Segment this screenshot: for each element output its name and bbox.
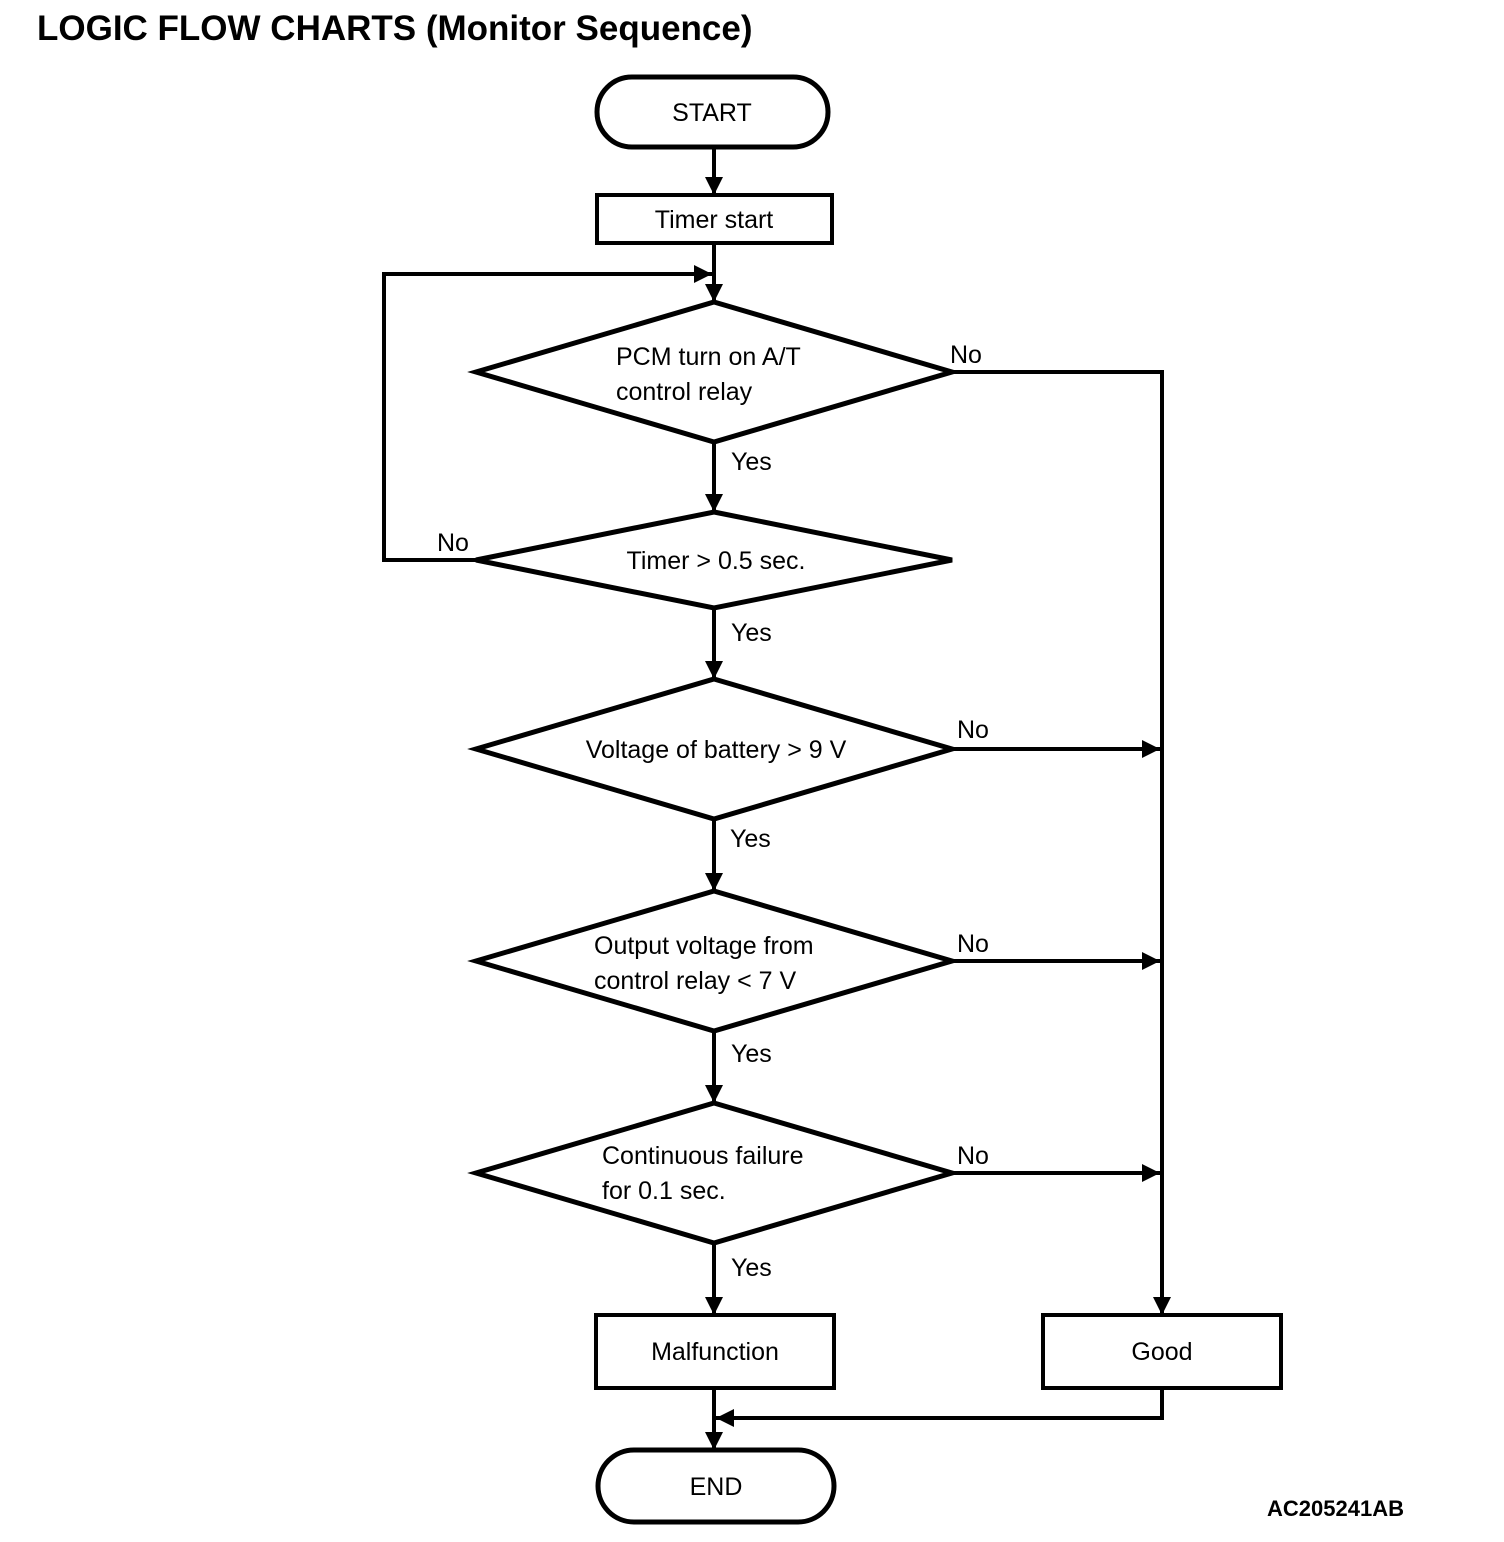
- branch-label-battery-yes: Yes: [730, 825, 771, 853]
- node-decision-timer-check: Timer > 0.5 sec.: [475, 509, 953, 611]
- edge-good-to-merge: [716, 1388, 1164, 1427]
- node-decision-output-voltage: Output voltage from control relay < 7 V: [467, 888, 961, 1034]
- output-voltage-label-line2: control relay < 7 V: [594, 967, 797, 995]
- end-terminator-shape: [595, 1447, 837, 1525]
- node-timer-start: Timer start: [595, 193, 834, 245]
- timer-check-label: Timer > 0.5 sec.: [627, 547, 806, 575]
- node-decision-pcm-relay: PCM turn on A/T control relay: [467, 299, 961, 445]
- branch-label-battery-no: No: [957, 716, 989, 744]
- branch-label-timer-no: No: [437, 529, 469, 557]
- edge-pcm-no-to-good: [952, 370, 1171, 1315]
- node-decision-continuous-failure: Continuous failure for 0.1 sec.: [467, 1100, 961, 1246]
- continuous-failure-label-line2: for 0.1 sec.: [602, 1177, 726, 1205]
- branch-label-pcm-no: No: [950, 341, 982, 369]
- node-malfunction: Malfunction: [594, 1313, 836, 1390]
- start-terminator-shape: [594, 74, 831, 150]
- timer-check-diamond: [475, 509, 953, 611]
- battery-voltage-diamond: [467, 676, 961, 822]
- pcm-relay-diamond: [467, 299, 961, 445]
- page-title: LOGIC FLOW CHARTS (Monitor Sequence): [37, 9, 753, 48]
- node-good: Good: [1041, 1313, 1283, 1390]
- good-label: Good: [1131, 1338, 1192, 1366]
- edge-timer-check-no-loop: [382, 265, 712, 562]
- branch-label-failure-yes: Yes: [731, 1254, 772, 1282]
- battery-voltage-label: Voltage of battery > 9 V: [586, 736, 847, 764]
- end-label: END: [690, 1473, 743, 1501]
- node-end: END: [595, 1447, 837, 1525]
- branch-label-failure-no: No: [957, 1142, 989, 1170]
- branch-label-timer-yes: Yes: [731, 619, 772, 647]
- node-start: START: [594, 74, 831, 150]
- continuous-failure-diamond: [467, 1100, 961, 1246]
- timer-start-box: [595, 193, 834, 245]
- pcm-relay-label-line2: control relay: [616, 378, 753, 406]
- pcm-relay-label-line1: PCM turn on A/T: [616, 343, 801, 371]
- output-voltage-label-line1: Output voltage from: [594, 932, 814, 960]
- continuous-failure-label-line1: Continuous failure: [602, 1142, 804, 1170]
- timer-start-label: Timer start: [655, 206, 774, 234]
- node-decision-battery-voltage: Voltage of battery > 9 V: [467, 676, 961, 822]
- branch-label-output-no: No: [957, 930, 989, 958]
- branch-label-pcm-yes: Yes: [731, 448, 772, 476]
- start-label: START: [672, 99, 752, 127]
- good-box: [1041, 1313, 1283, 1390]
- malfunction-box: [594, 1313, 836, 1390]
- malfunction-label: Malfunction: [651, 1338, 779, 1366]
- branch-label-output-yes: Yes: [731, 1040, 772, 1068]
- figure-code: AC205241AB: [1267, 1496, 1404, 1521]
- output-voltage-diamond: [467, 888, 961, 1034]
